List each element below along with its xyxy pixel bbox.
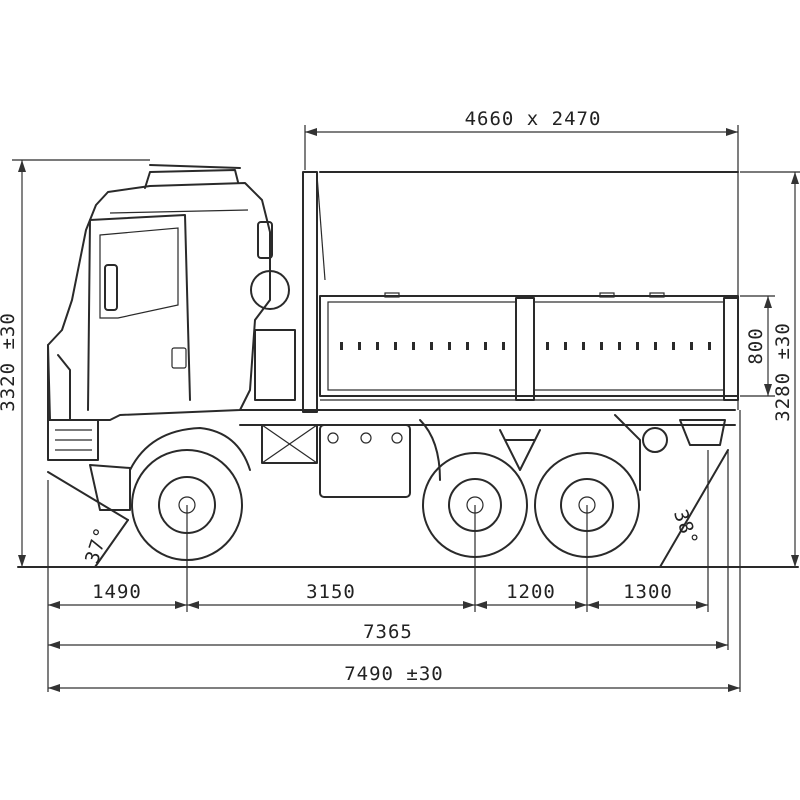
front-step [89,464,131,511]
cab-window [99,227,179,319]
cab-outline [47,182,271,421]
spare-wheel [250,270,290,310]
fuel-tank [319,424,411,498]
exhaust [257,221,273,259]
dim-overall-length: 7490 ±30 [344,663,444,685]
mirror [104,264,118,311]
cab-door [87,214,191,411]
rear-stake [723,297,739,401]
dim-overall-height: 3320 ±30 [0,312,19,412]
dim-front-overhang: 1490 [92,581,142,603]
mid-mudguard [419,419,441,481]
rear-mudguard [614,414,641,491]
dim-cargo-bed: 4660 x 2470 [465,108,602,130]
front-wheel-arch [129,427,251,471]
air-intake [254,329,296,401]
roof-hatch [144,169,239,189]
approach-angle-line [47,471,129,521]
dim-rear-overhang: 1300 [623,581,673,603]
cargo-side-panels [319,292,739,401]
door-handle [171,347,187,369]
dim-approach-angle: 37° [81,524,113,566]
side-latches [340,342,711,350]
dim-bed-height: 3280 ±30 [772,322,794,422]
dim-tandem-spacing: 1200 [506,581,556,603]
tandem-suspension [499,429,541,471]
rear-light [642,427,668,453]
dim-side-height: 800 [745,327,767,364]
headboard [302,171,318,413]
bull-bar [47,344,71,421]
dimension-labels: 4660 x 2470 3320 ±30 3280 ±30 800 1490 3… [0,108,794,685]
cargo-bed-side [319,295,739,397]
dimension-lines [12,125,800,692]
roof-rail [149,164,241,169]
truck-body [17,164,799,568]
departure-angle-line [659,449,729,568]
side-stake [515,297,535,401]
dim-chassis-length: 7365 [363,621,413,643]
dim-wheelbase: 3150 [306,581,356,603]
front-bumper [47,419,99,461]
rear-underrun [679,419,726,446]
